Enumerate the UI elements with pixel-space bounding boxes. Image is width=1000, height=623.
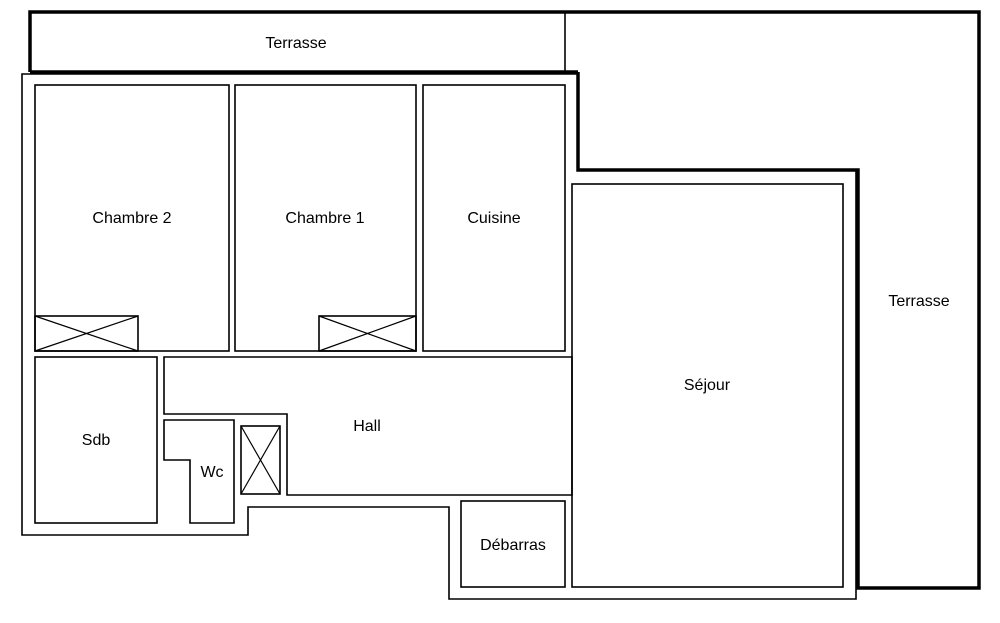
label-sdb: Sdb <box>82 432 111 449</box>
label-wc: Wc <box>200 464 223 481</box>
closet-hall <box>240 425 281 495</box>
label-hall: Hall <box>353 418 381 435</box>
room-sdb <box>34 356 158 524</box>
label-debarras: Débarras <box>480 537 546 554</box>
label-cuisine: Cuisine <box>467 210 520 227</box>
label-terrasse-right: Terrasse <box>888 293 949 310</box>
room-cuisine <box>422 84 566 352</box>
label-sejour: Séjour <box>684 377 731 394</box>
room-wc <box>163 419 235 524</box>
apartment-outline <box>21 73 857 600</box>
label-terrasse-top: Terrasse <box>265 35 326 52</box>
closet-chambre-2 <box>34 315 139 352</box>
room-hall <box>163 356 573 496</box>
label-chambre-2: Chambre 2 <box>92 210 171 227</box>
closet-chambre-1 <box>318 315 417 352</box>
label-chambre-1: Chambre 1 <box>285 210 364 227</box>
room-debarras <box>460 500 566 588</box>
